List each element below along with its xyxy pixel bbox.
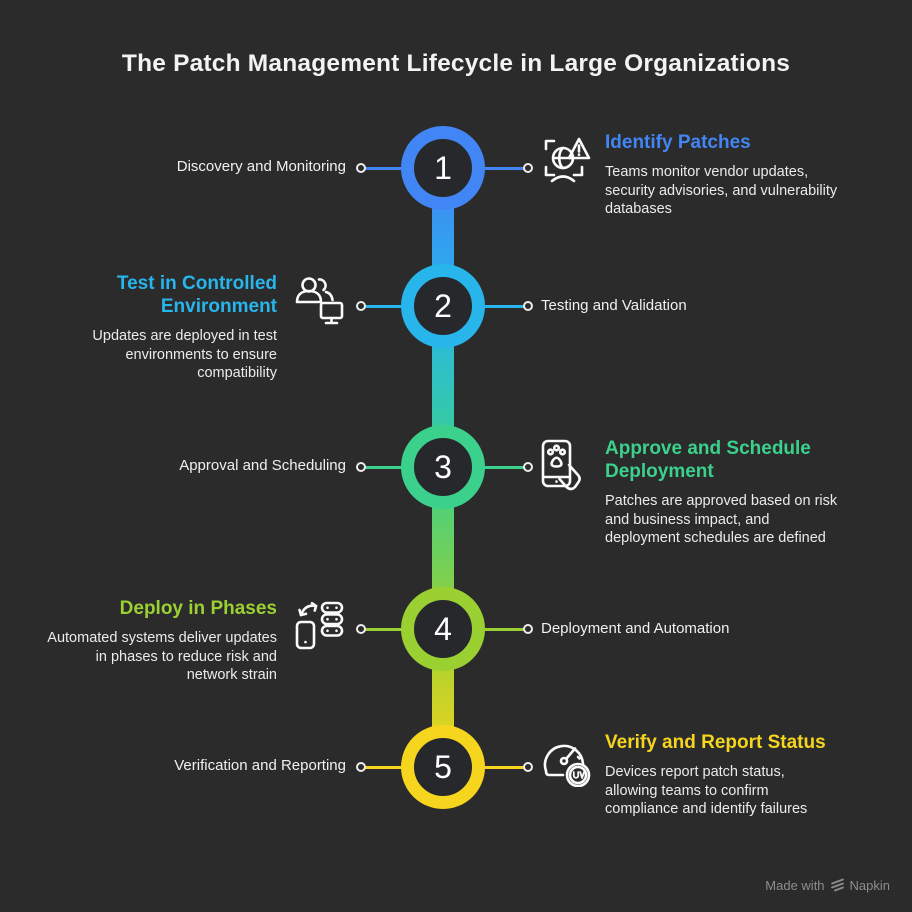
step-heading-5: Verify and Report Status	[605, 732, 826, 753]
step-description-3: Patches are approved based on risk and b…	[605, 493, 838, 546]
step-heading-1: Identify Patches	[605, 132, 751, 153]
step-description-1: Teams monitor vendor updates, security a…	[605, 164, 838, 217]
step-heading-4: Deploy in Phases	[119, 598, 277, 619]
connector-line-left	[365, 765, 403, 769]
step-detail-2: Test in Controlled Environment Updates a…	[42, 272, 354, 383]
connector-dot-left	[356, 462, 366, 472]
connector-line-right	[481, 304, 524, 308]
step-detail-4: Deploy in Phases Automated systems deliv…	[42, 597, 354, 685]
brand-text: Napkin	[849, 878, 890, 893]
connector-dot-right	[523, 163, 533, 173]
step-circle-4: 4	[401, 587, 485, 671]
gauge-verify-icon	[534, 731, 594, 787]
test-team-monitor-icon	[288, 272, 348, 328]
connector-line-right	[481, 465, 524, 469]
step-circle-3: 3	[401, 425, 485, 509]
connector-line-right	[481, 627, 524, 631]
connector-line-right	[481, 166, 524, 170]
step-number: 3	[434, 448, 452, 485]
connector-line-left	[365, 304, 403, 308]
made-with-napkin-credit: Made with Napkin	[765, 876, 890, 895]
connector-line-right	[481, 765, 524, 769]
step-label-5: Verification and Reporting	[174, 757, 346, 774]
connector-dot-left	[356, 624, 366, 634]
connector-dot-right	[523, 462, 533, 472]
step-circle-1: 1	[401, 126, 485, 210]
step-label-1: Discovery and Monitoring	[176, 158, 346, 175]
approve-device-hand-icon	[534, 437, 594, 493]
connector-dot-left	[356, 301, 366, 311]
connector-dot-left	[356, 762, 366, 772]
step-number: 5	[434, 748, 452, 785]
napkin-logo-icon	[830, 876, 845, 895]
connector-line-left	[365, 166, 403, 170]
step-detail-1: Identify Patches Teams monitor vendor up…	[534, 131, 854, 219]
connector-dot-right	[523, 762, 533, 772]
step-heading-3: Approve and Schedule Deployment	[605, 438, 811, 482]
step-circle-2: 2	[401, 264, 485, 348]
vulnerability-scan-icon	[534, 131, 594, 187]
step-number: 1	[434, 149, 452, 186]
connector-dot-right	[523, 301, 533, 311]
made-with-text: Made with	[765, 878, 825, 893]
step-label-3: Approval and Scheduling	[179, 457, 346, 474]
connector-line-left	[365, 627, 403, 631]
step-description-2: Updates are deployed in test environment…	[92, 328, 277, 381]
connector-dot-right	[523, 624, 533, 634]
page-title: The Patch Management Lifecycle in Large …	[121, 50, 791, 77]
step-number: 2	[434, 287, 452, 324]
connector-dot-left	[356, 163, 366, 173]
connector-line-left	[365, 465, 403, 469]
step-heading-2: Test in Controlled Environment	[116, 273, 277, 317]
step-number: 4	[434, 610, 452, 647]
step-detail-5: Verify and Report Status Devices report …	[534, 731, 854, 819]
step-description-5: Devices report patch status, allowing te…	[605, 764, 808, 817]
step-detail-3: Approve and Schedule Deployment Patches …	[534, 437, 854, 548]
step-label-2: Testing and Validation	[541, 297, 687, 314]
step-description-4: Automated systems deliver updates in pha…	[47, 630, 277, 683]
step-label-4: Deployment and Automation	[541, 620, 730, 637]
phased-rollout-icon	[288, 597, 348, 653]
step-circle-5: 5	[401, 725, 485, 809]
